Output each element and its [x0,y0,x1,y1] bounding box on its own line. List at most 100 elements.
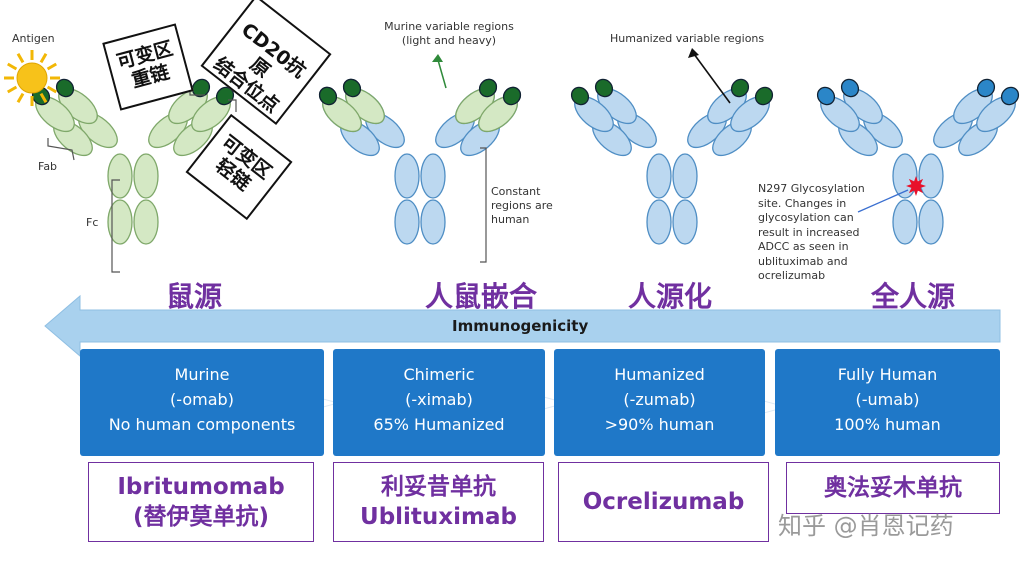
antibody-humanized [570,78,774,245]
drug-name: Ibritumomab [117,474,285,500]
cdr-tip [55,78,75,98]
constant-bracket [480,147,487,263]
cdr-tip [840,78,860,98]
card-description: No human components [108,415,296,434]
murine-pointer-head [432,54,443,62]
star-shape [906,176,926,196]
antibody-chimeric [318,78,522,245]
fc-domain [394,199,420,245]
cdr-bracket [228,99,237,112]
drug-box-murine: Ibritumomab (替伊莫单抗) [88,462,314,542]
antibody-fully-human [816,78,1020,245]
constant-line3: human [491,213,530,226]
cdr-tip [1000,86,1020,106]
card-description: >90% human [604,415,715,434]
drug-name-cn: 利妥昔单抗 [381,474,496,500]
n297-line: glycosylation can [758,211,854,224]
card-chimeric: Chimeric (-ximab) 65% Humanized [333,349,545,456]
cdr-tip [754,86,774,106]
card-suffix: (-umab) [855,390,920,409]
fc-domain [672,153,698,199]
category-humanized: 人源化 [628,280,713,313]
sun-ray [16,53,25,64]
n297-line: N297 Glycosylation [758,182,865,195]
card-murine: Murine (-omab) No human components [80,349,324,456]
sun-ray [46,62,57,71]
n297-pointer-line [857,189,909,213]
cdr-tip [478,78,498,98]
cdr-tip [594,78,614,98]
fc-domain [672,199,698,245]
cdr-tip [730,78,750,98]
card-suffix: (-omab) [170,390,234,409]
n297-line: result in increased [758,225,860,239]
glycosylation-star-icon [906,176,926,196]
immunogenicity-arrow [44,294,1001,358]
card-title: Humanized [614,365,705,384]
card-description: 100% human [834,415,941,434]
cdr-tip [318,86,338,106]
category-chimeric: 人鼠嵌合 [425,280,538,313]
sun-ray [39,53,48,64]
drug-box-humanized: Ocrelizumab [558,462,769,542]
constant-line2: regions are [491,199,553,212]
drug-box-chimeric: 利妥昔单抗 Ublituximab [333,462,544,542]
drug-name: Ublituximab [360,504,517,530]
fab-label: Fab [38,160,58,173]
fc-domain [394,153,420,199]
fc-domain [918,199,944,245]
fc-domain [892,199,918,245]
cdr-tip [816,86,836,106]
sun-core [16,62,48,94]
fc-domain [646,199,672,245]
n297-line: ADCC as seen in [758,240,849,253]
fc-bracket [111,179,120,273]
card-suffix: (-ximab) [405,390,473,409]
antibody-murine [31,78,235,245]
cdr-tip [976,78,996,98]
n297-line: ocrelizumab [758,269,826,282]
card-description: 65% Humanized [373,415,505,434]
fc-domain [420,199,446,245]
card-title: Murine [174,365,230,384]
humanized-variable-label: Humanized variable regions [610,32,765,45]
cdr-tip [342,78,362,98]
card-title: Chimeric [403,365,475,384]
watermark: 知乎 @肖恩记药 [778,512,954,540]
card-humanized: Humanized (-zumab) >90% human [554,349,765,456]
drug-name-cn: 奥法妥木单抗 [824,475,962,501]
fc-domain [133,199,159,245]
humanized-pointer-head [688,48,699,58]
immunogenicity-label: Immunogenicity [452,317,589,335]
fc-domain [133,153,159,199]
constant-regions-label: Constant regions are human [491,185,553,227]
fc-domain [918,153,944,199]
murine-variable-line2: (light and heavy) [401,34,497,47]
category-fully-human: 全人源 [871,280,956,313]
fab-bracket [47,138,75,161]
category-murine: 鼠源 [166,280,223,313]
drug-name-cn: (替伊莫单抗) [132,504,270,530]
sun-ray [46,85,57,94]
constant-line1: Constant [491,185,541,198]
sun-ray [16,92,25,103]
cdr-tip [570,86,590,106]
cdr-tip [502,86,522,106]
drug-name: Ocrelizumab [582,489,745,515]
card-title: Fully Human [837,365,938,384]
fc-domain [420,153,446,199]
sun-ray [7,62,18,71]
fc-domain [107,153,133,199]
sun-ray [39,92,48,103]
card-fully-human: Fully Human (-umab) 100% human [775,349,1000,456]
murine-variable-label: Murine variable regions (light and heavy… [374,20,524,48]
n297-line: ublituximab and [758,254,848,268]
n297-line: site. Changes in [758,196,847,210]
fc-label: Fc [86,216,99,229]
n297-note: N297 Glycosylation site. Changes in glyc… [758,182,878,284]
murine-pointer-line [437,59,447,89]
fc-domain [107,199,133,245]
card-suffix: (-zumab) [623,390,696,409]
humanized-pointer-line [693,53,731,104]
